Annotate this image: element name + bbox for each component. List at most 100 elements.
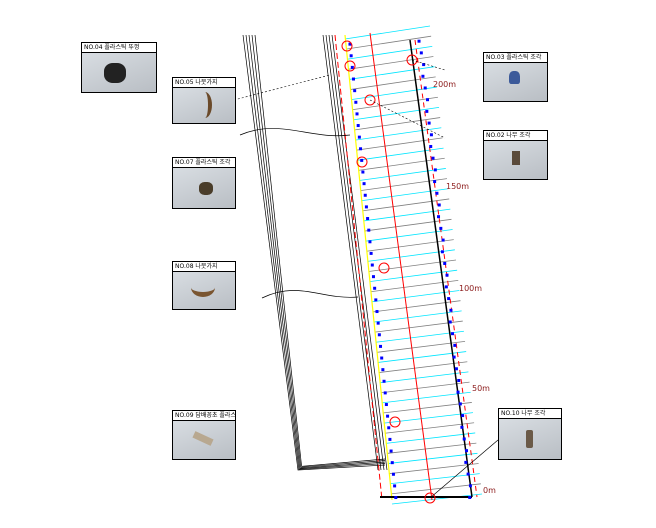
grid-line: [349, 66, 435, 80]
photo-6[interactable]: NO.03 플라스틱 조각: [483, 52, 548, 102]
grid-line: [359, 168, 446, 181]
wood-object: [526, 430, 533, 448]
grid-line: [344, 25, 431, 40]
marker: [355, 112, 359, 116]
road-line: [245, 34, 386, 470]
grid-line: [386, 442, 477, 454]
marker: [373, 286, 377, 290]
grid-line: [388, 463, 479, 475]
marker: [441, 238, 445, 242]
fragment-object: [509, 71, 520, 84]
road-line: [248, 34, 386, 469]
grid-line: [360, 178, 448, 192]
marker: [433, 168, 437, 172]
grid-line: [358, 157, 445, 171]
marker: [381, 368, 385, 372]
grid-line: [353, 106, 440, 121]
marker: [374, 298, 378, 302]
marker: [453, 343, 457, 347]
photo-3[interactable]: NO.07 플라스틱 조각: [172, 157, 236, 209]
find-circle: [424, 492, 436, 504]
marker: [422, 63, 426, 67]
grid-line: [368, 259, 457, 272]
photo-1[interactable]: NO.04 플라스틱 뚜껑: [81, 42, 157, 93]
find-circle: [364, 94, 376, 106]
strip-red-edge: [334, 34, 383, 501]
leader-line: [233, 74, 331, 101]
distance-label: 200m: [433, 80, 457, 89]
grid-line: [391, 493, 483, 505]
marker: [460, 425, 464, 429]
marker: [382, 379, 386, 383]
photo-4[interactable]: NO.08 나뭇가지: [172, 261, 236, 310]
distance-label: 50m: [472, 384, 490, 393]
marker: [350, 65, 354, 69]
marker: [468, 495, 472, 499]
photo-label: NO.04 플라스틱 뚜껑: [82, 43, 156, 53]
leader-line: [261, 290, 359, 299]
marker: [354, 100, 358, 104]
photo-label: NO.09 담배꽁초 플라스틱: [173, 411, 235, 421]
photo-label: NO.02 나무 조각: [484, 131, 547, 141]
marker: [363, 193, 367, 197]
marker: [351, 77, 355, 81]
marker: [348, 42, 352, 46]
marker: [457, 378, 461, 382]
photo-8[interactable]: NO.10 나무 조각: [498, 408, 562, 460]
marker: [431, 156, 435, 160]
marker: [443, 261, 447, 265]
photo-2[interactable]: NO.05 나뭇가지: [172, 77, 236, 124]
marker: [462, 437, 466, 441]
marker: [440, 250, 444, 254]
find-circle: [389, 416, 401, 428]
marker: [464, 460, 468, 464]
marker: [425, 109, 429, 113]
marker: [451, 332, 455, 336]
grid-line: [352, 96, 438, 111]
photo-label: NO.07 플라스틱 조각: [173, 158, 235, 168]
marker: [465, 449, 469, 453]
marker: [461, 414, 465, 418]
marker: [437, 203, 441, 207]
marker: [362, 182, 366, 186]
strip-left-edge: [344, 34, 393, 501]
distance-label: 0m: [483, 486, 496, 495]
road-line: [331, 34, 388, 471]
grid-line: [378, 361, 468, 373]
marker: [391, 472, 395, 476]
marker: [468, 484, 472, 488]
marker: [427, 121, 431, 125]
wood-object: [512, 151, 520, 165]
marker: [423, 86, 427, 90]
grid-line: [357, 147, 444, 161]
grid-line: [390, 483, 481, 495]
marker: [375, 310, 379, 314]
marker: [429, 133, 433, 137]
grid-line: [380, 381, 470, 394]
marker: [393, 484, 397, 488]
strip-red-edge: [414, 39, 478, 498]
marker: [439, 226, 443, 230]
grid-line: [354, 117, 441, 131]
marker: [389, 449, 393, 453]
cap-object: [104, 63, 126, 83]
photo-label: NO.03 플라스틱 조각: [484, 53, 547, 63]
marker: [419, 51, 423, 55]
grid-line: [369, 269, 458, 283]
photo-5[interactable]: NO.09 담배꽁초 플라스틱: [172, 410, 236, 460]
marker: [370, 263, 374, 267]
grid-line: [345, 35, 432, 50]
marker: [366, 217, 370, 221]
photo-7[interactable]: NO.02 나무 조각: [483, 130, 548, 180]
marker: [364, 205, 368, 209]
marker: [390, 461, 394, 465]
distance-label: 100m: [459, 284, 483, 293]
debris-object: [199, 182, 213, 195]
marker: [383, 391, 387, 395]
marker: [356, 124, 360, 128]
marker: [388, 437, 392, 441]
grid-line: [379, 371, 469, 384]
marker: [379, 344, 383, 348]
marker: [433, 180, 437, 184]
